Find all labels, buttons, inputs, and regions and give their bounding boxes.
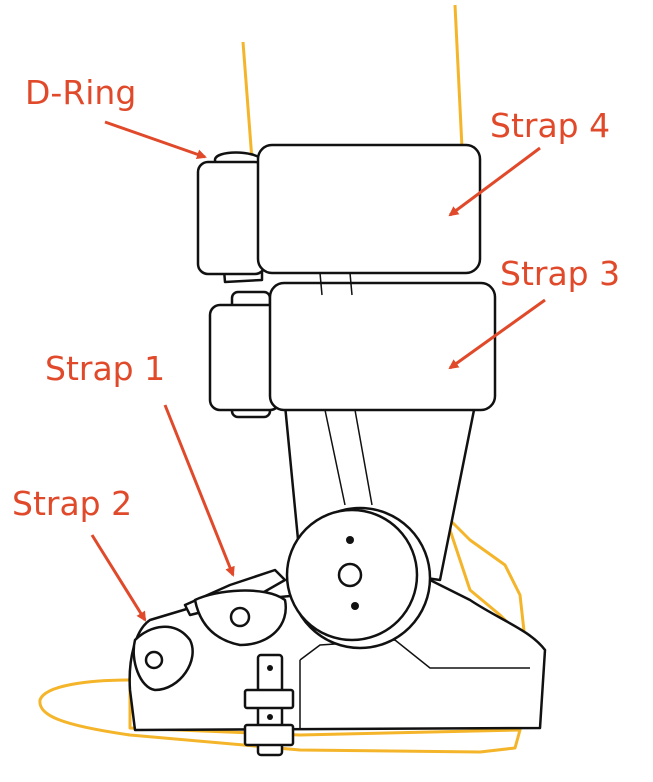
- strap-1-label: Strap 1: [45, 349, 165, 388]
- foot-sole: [38, 678, 522, 754]
- leg: [241, 4, 464, 161]
- strap-3-label: Strap 3: [500, 254, 620, 293]
- strap-4-arrow: [448, 146, 541, 217]
- strap-4: [196, 143, 482, 296]
- strap-1-arrow: [163, 404, 235, 577]
- ankle-hinge: [285, 506, 432, 650]
- d-ring-label: D-Ring: [25, 73, 136, 112]
- strap-3-arrow: [448, 298, 546, 370]
- strap-2-arrow: [90, 534, 147, 622]
- heel: [443, 513, 527, 642]
- strap-2-buckle: [243, 653, 295, 757]
- strap-1: [183, 568, 288, 647]
- strap-2-label: Strap 2: [12, 484, 132, 523]
- strap-3: [208, 281, 497, 419]
- strap-4-label: Strap 4: [490, 106, 610, 145]
- d-ring-arrow: [104, 120, 207, 160]
